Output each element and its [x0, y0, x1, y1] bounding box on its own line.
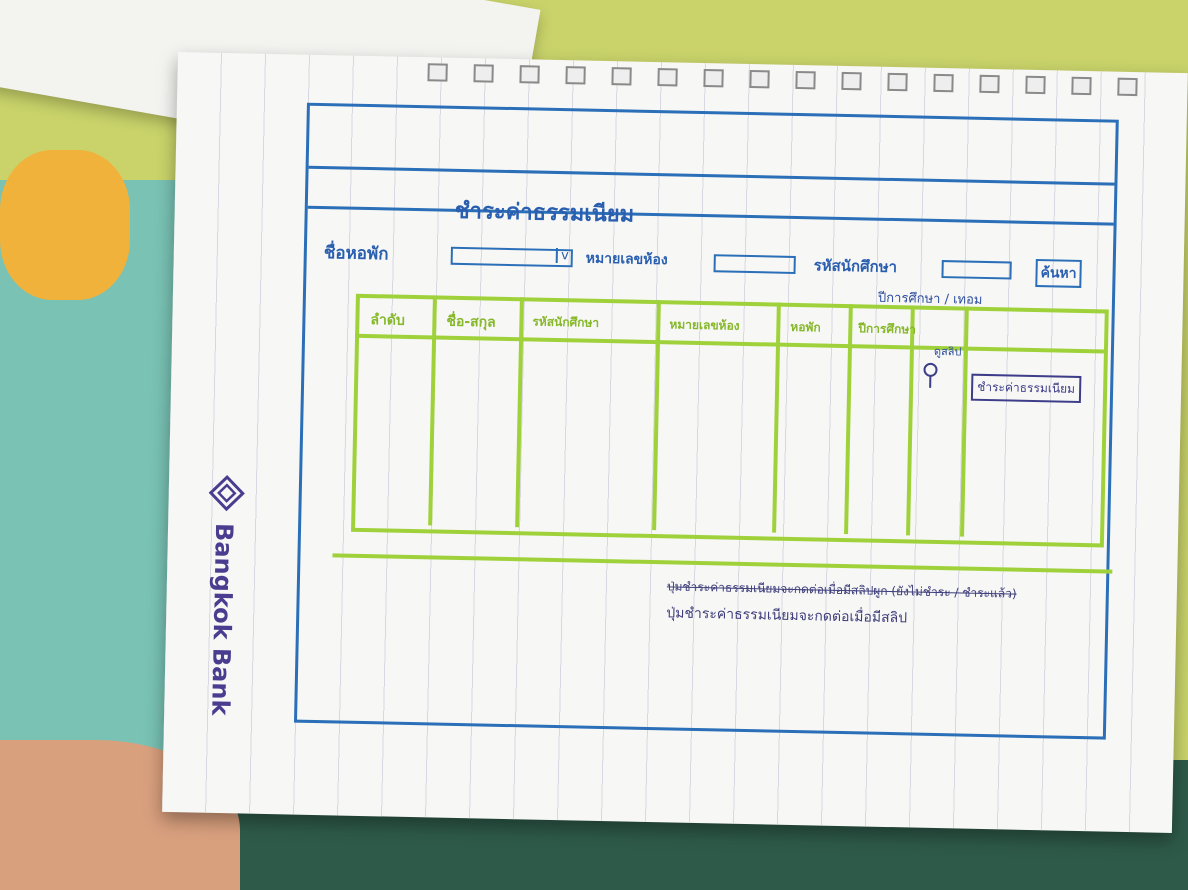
header-dorm: หอพัก	[790, 319, 821, 335]
magnifier-icon[interactable]	[921, 360, 942, 390]
room-label: หมายเลขห้อง	[585, 250, 668, 269]
chevron-down-icon: v	[555, 247, 569, 264]
view-slip-note: ดูสลิป	[933, 344, 962, 359]
dorm-label: ชื่อหอพัก	[323, 243, 389, 265]
search-button[interactable]: ค้นหา	[1035, 259, 1082, 288]
header-name: ชื่อ-สกุล	[446, 313, 496, 331]
header-order: ลำดับ	[370, 312, 406, 329]
header-line-1	[308, 165, 1115, 186]
room-input[interactable]	[713, 254, 796, 274]
header-line-2	[307, 205, 1114, 226]
bangkok-bank-logo-icon	[208, 475, 245, 512]
brand-name: Bangkok Bank	[206, 522, 239, 716]
dorm-dropdown[interactable]: v	[450, 246, 573, 268]
page-title: ชำระค่าธรรมเนียม	[454, 198, 635, 228]
header-student-id: รหัสนักศึกษา	[532, 314, 600, 330]
notebook-page: Bangkok Bank ชำระค่าธรรมเนียม ชื่อหอพัก …	[162, 52, 1188, 833]
pay-fee-button[interactable]: ชำระค่าธรรมเนียม	[970, 373, 1082, 403]
header-room: หมายเลขห้อง	[669, 317, 740, 333]
header-year: ปีการศึกษา	[858, 321, 917, 337]
student-id-label: รหัสนักศึกษา	[813, 256, 898, 277]
student-id-input[interactable]	[941, 260, 1012, 280]
orange-flower-pattern	[0, 150, 130, 300]
